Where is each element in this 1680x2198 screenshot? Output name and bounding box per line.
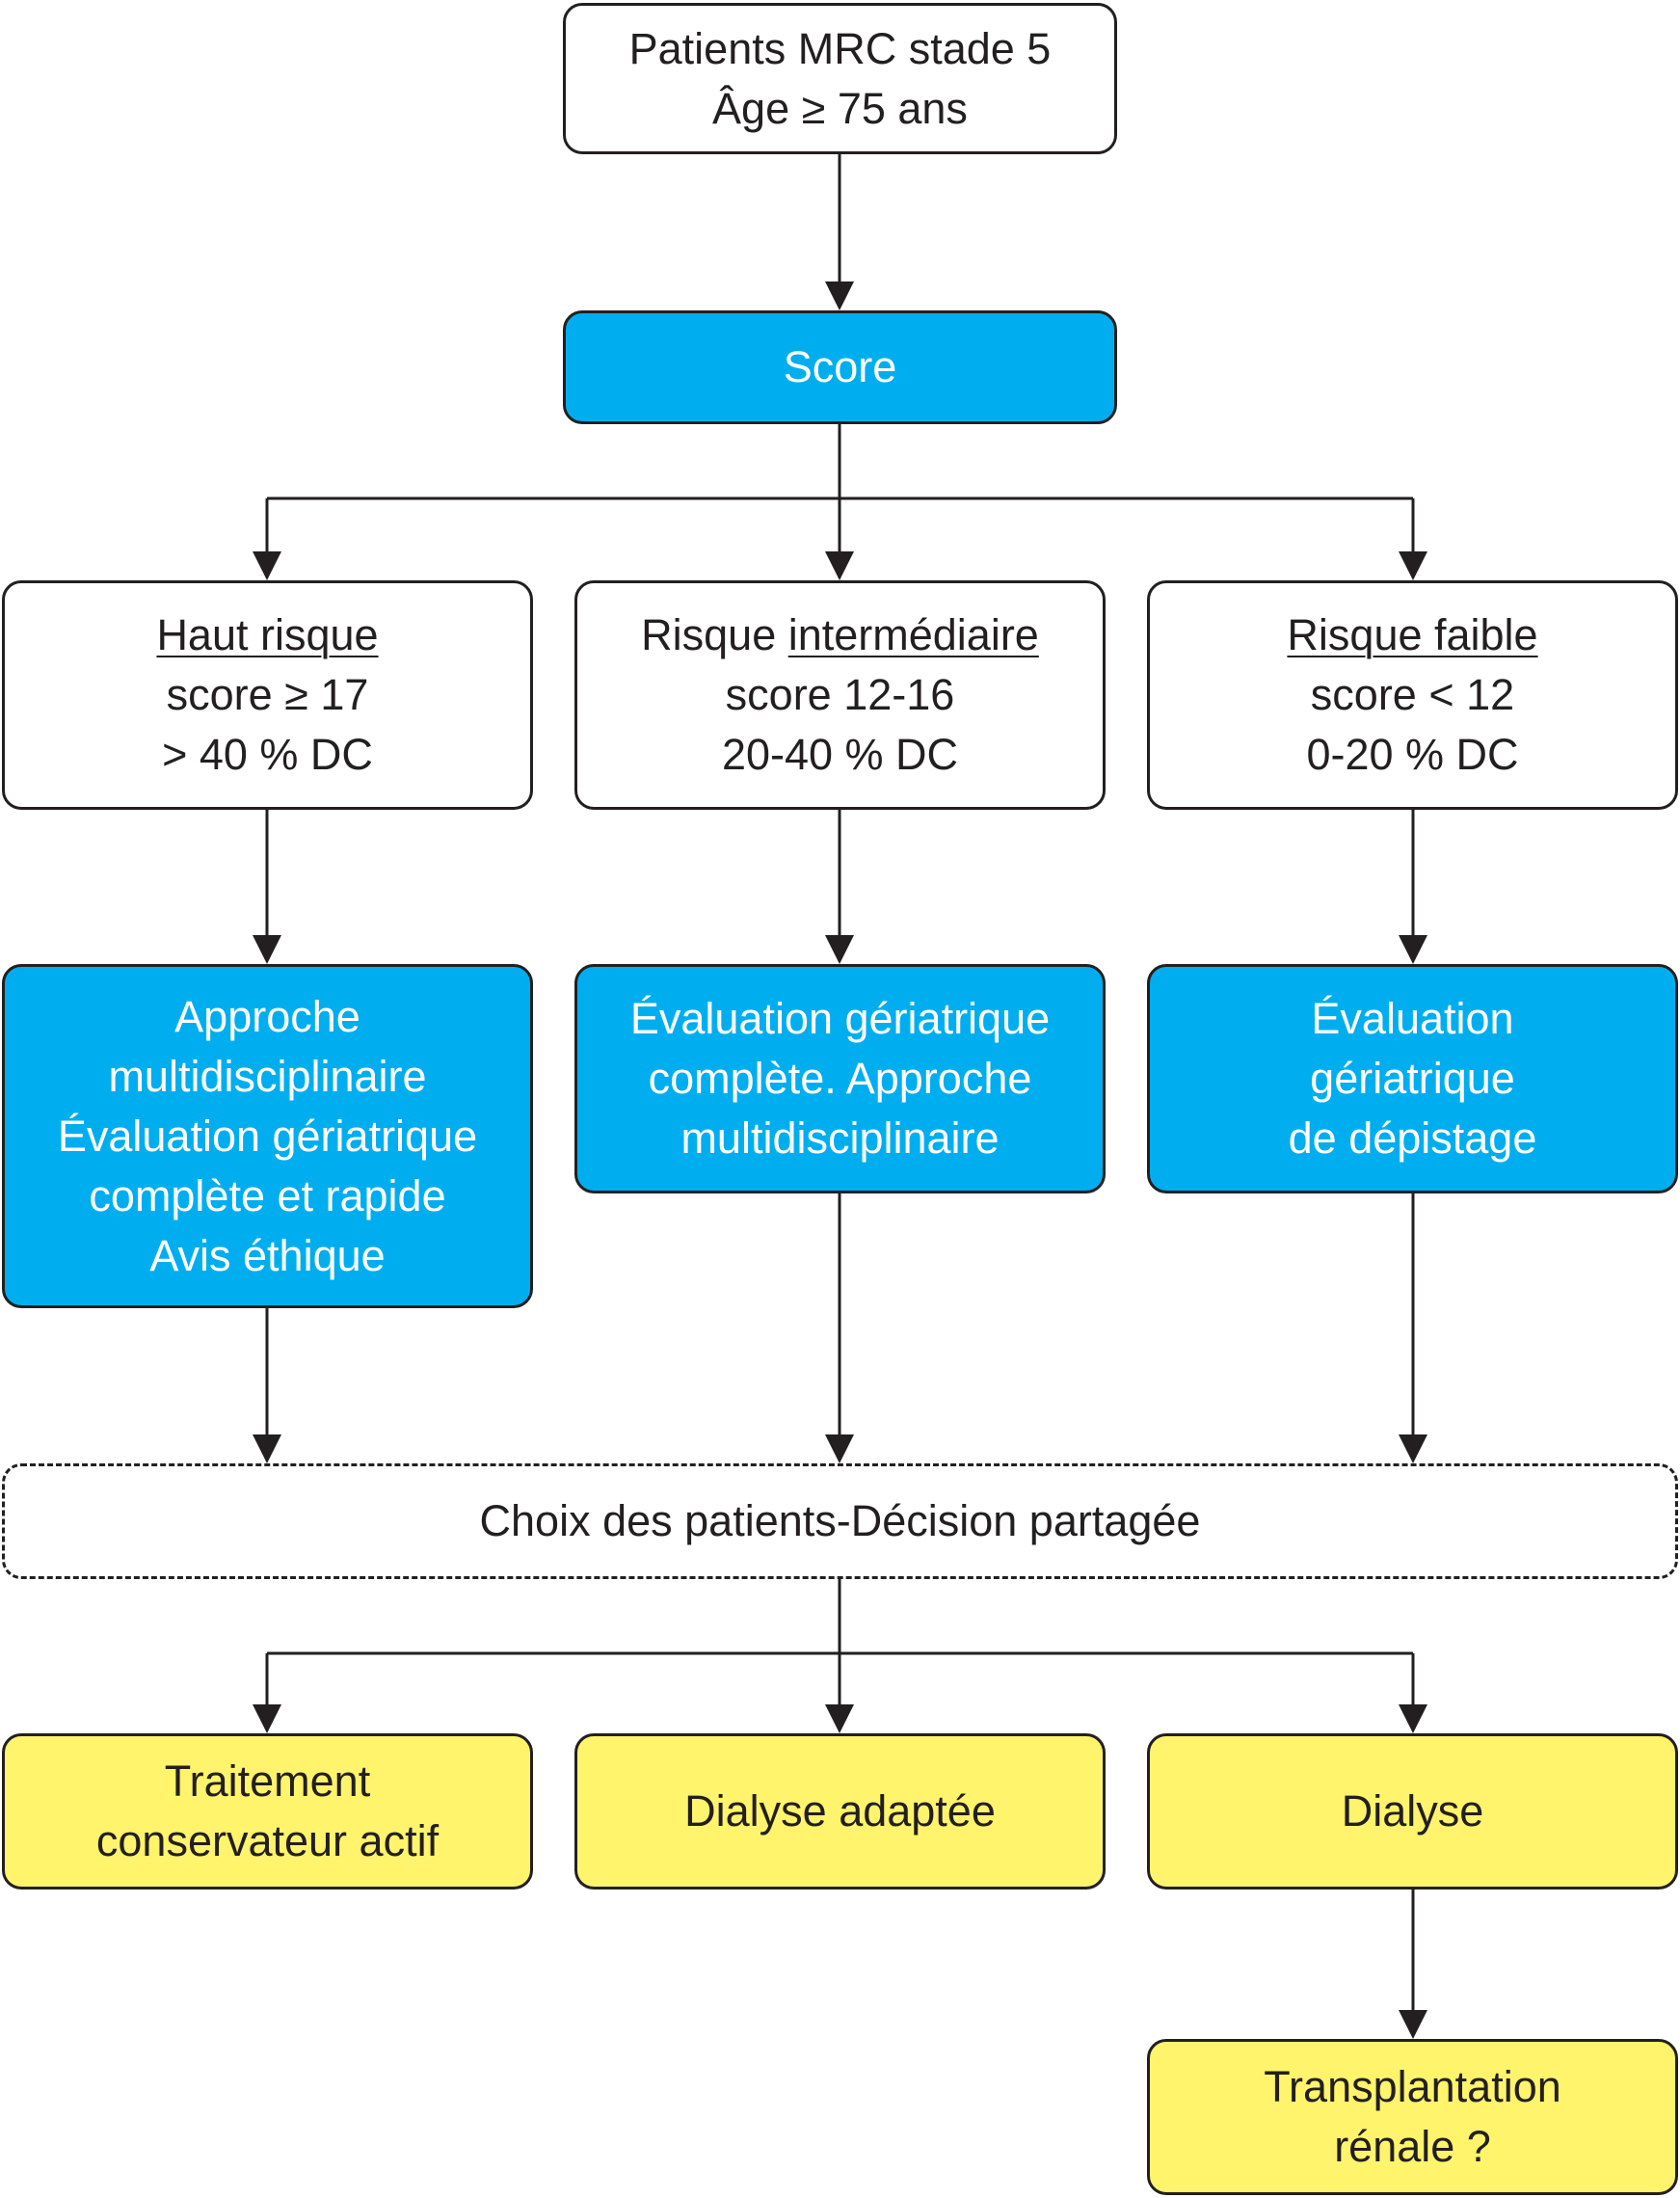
risk-low-dc: 0-20 % DC [1306, 730, 1519, 779]
arrowhead-out-dialysis [1399, 1704, 1427, 1733]
eval-high-node: Approche multidisciplinaire Évaluation g… [2, 964, 533, 1308]
risk-high-score: score ≥ 17 [166, 670, 369, 719]
out-adapted-node: Dialyse adaptée [574, 1733, 1106, 1890]
start-node: Patients MRC stade 5 Âge ≥ 75 ans [563, 3, 1117, 154]
arrowhead-risk-mid [825, 551, 854, 580]
arrowhead-choice-right [1399, 1434, 1427, 1463]
eval-low-node: Évaluation gériatrique de dépistage [1147, 964, 1678, 1193]
risk-low-title: Risque faible [1287, 610, 1538, 659]
arrowhead-risk-low [1399, 551, 1427, 580]
eval-high-line-1: Approche [174, 991, 360, 1041]
out-conservative-line-1: Traitement [164, 1756, 371, 1806]
shared-decision-node: Choix des patients-Décision partagée [2, 1463, 1678, 1579]
eval-high-line-3: Évaluation gériatrique [57, 1111, 478, 1161]
risk-low-score: score < 12 [1310, 670, 1515, 719]
out-conservative-node: Traitement conservateur actif [2, 1733, 533, 1890]
arrowhead-eval-low [1399, 935, 1427, 964]
eval-mid-line-3: multidisciplinaire [680, 1113, 1000, 1163]
out-adapted-label: Dialyse adaptée [684, 1786, 996, 1836]
score-node: Score [563, 310, 1117, 424]
eval-low-line-2: gériatrique [1310, 1054, 1515, 1103]
risk-high-node: Haut risque score ≥ 17 > 40 % DC [2, 580, 533, 810]
risk-high-dc: > 40 % DC [162, 730, 373, 779]
eval-mid-node: Évaluation gériatrique complète. Approch… [574, 964, 1106, 1193]
risk-mid-node: Risque intermédiaire score 12-16 20-40 %… [574, 580, 1106, 810]
out-transplant-line-2: rénale ? [1334, 2122, 1491, 2171]
risk-mid-title: Risque intermédiaire [641, 605, 1039, 665]
arrowhead-choice-mid [825, 1434, 854, 1463]
arrowhead-out-adapted [825, 1704, 854, 1733]
eval-low-line-1: Évaluation [1311, 994, 1514, 1043]
arrowhead-score [825, 281, 854, 310]
start-line-1: Patients MRC stade 5 [628, 23, 1052, 73]
eval-high-line-2: multidisciplinaire [108, 1051, 427, 1101]
risk-mid-title-prefix: Risque [641, 610, 788, 659]
out-dialysis-node: Dialyse [1147, 1733, 1678, 1890]
risk-low-node: Risque faible score < 12 0-20 % DC [1147, 580, 1678, 810]
arrowhead-out-conservative [253, 1704, 281, 1733]
risk-mid-score: score 12-16 [725, 670, 955, 719]
out-transplant-node: Transplantation rénale ? [1147, 2039, 1678, 2195]
risk-mid-title-underlined: intermédiaire [787, 610, 1039, 659]
start-line-2: Âge ≥ 75 ans [712, 83, 968, 133]
out-dialysis-label: Dialyse [1341, 1786, 1484, 1836]
arrowhead-transplant [1399, 2010, 1427, 2039]
out-transplant-line-1: Transplantation [1264, 2062, 1561, 2111]
arrowhead-eval-high [253, 935, 281, 964]
out-conservative-line-2: conservateur actif [95, 1816, 440, 1865]
eval-high-line-4: complète et rapide [89, 1170, 446, 1220]
risk-mid-dc: 20-40 % DC [721, 730, 959, 779]
score-label: Score [783, 342, 897, 391]
eval-low-line-3: de dépistage [1288, 1113, 1537, 1163]
eval-high-line-5: Avis éthique [149, 1230, 386, 1280]
eval-mid-line-1: Évaluation gériatrique [629, 994, 1051, 1043]
arrowhead-eval-mid [825, 935, 854, 964]
shared-decision-label: Choix des patients-Décision partagée [479, 1496, 1201, 1545]
arrowhead-risk-high [253, 551, 281, 580]
risk-high-title: Haut risque [156, 610, 379, 659]
arrowhead-choice-left [253, 1434, 281, 1463]
eval-mid-line-2: complète. Approche [648, 1054, 1032, 1103]
